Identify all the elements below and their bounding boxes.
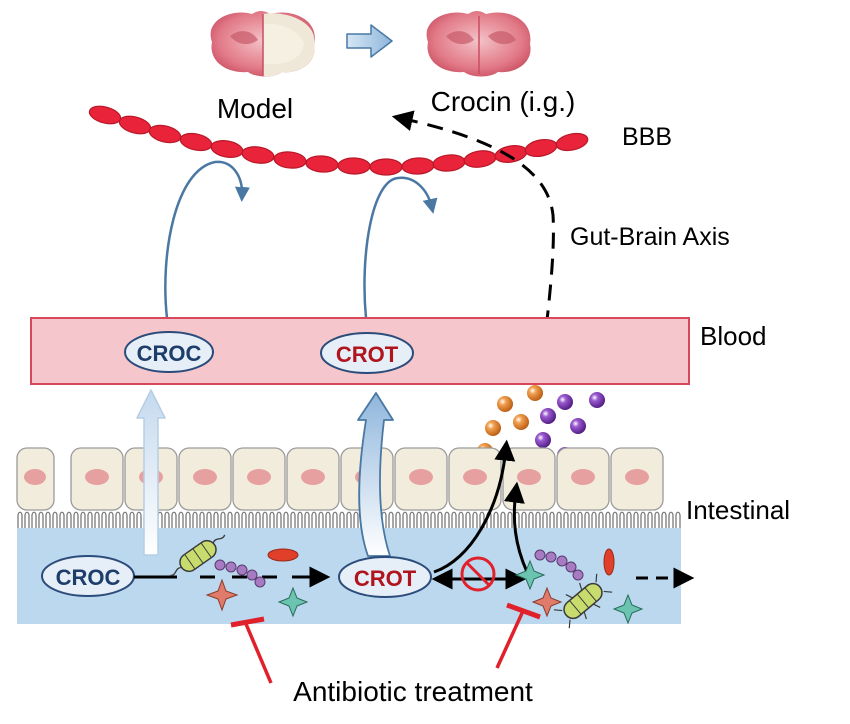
star-metabolite-icon <box>205 578 239 612</box>
croc-absorption-arrow <box>136 389 166 556</box>
model-label: Model <box>217 93 293 124</box>
bbb-cell <box>88 105 122 125</box>
bbb-cell <box>401 157 435 175</box>
bbb-cell <box>241 146 275 164</box>
crot-to-brain-arrow <box>363 176 438 319</box>
bbb-cell <box>273 151 307 169</box>
intestinal-epithelium <box>16 447 664 511</box>
prohibited-icon <box>460 556 496 592</box>
star-metabolite-icon <box>514 559 546 591</box>
antibiotic-inhibition-right <box>495 602 541 669</box>
croc-to-brain-arrow <box>164 160 250 319</box>
bbb-cell <box>463 150 497 168</box>
bbb-label: BBB <box>622 123 672 151</box>
blood-label: Blood <box>700 321 767 351</box>
antibiotic-inhibition-left <box>230 616 273 684</box>
gut-brain-axis-label: Gut-Brain Axis <box>570 223 730 251</box>
bbb-cell <box>369 158 403 176</box>
cell-nucleus <box>301 469 325 485</box>
bacterium-icon <box>553 573 613 629</box>
bbb-cell <box>555 132 589 152</box>
intestinal-label: Intestinal <box>686 495 790 525</box>
blood-croc-molecule: CROC <box>124 331 214 373</box>
cell-nucleus <box>571 469 595 485</box>
orange-particle <box>513 414 529 430</box>
cell-nucleus <box>463 469 487 485</box>
croc-text: CROC <box>137 341 202 366</box>
model-brain-slice-icon <box>210 11 315 77</box>
croc-text: CROC <box>56 565 121 590</box>
bbb-cell-chain <box>88 105 589 176</box>
crocin-brain-slice-icon <box>426 11 531 77</box>
bbb-cell <box>118 115 152 135</box>
bbb-cell <box>494 145 528 163</box>
cell-nucleus <box>193 469 217 485</box>
star-metabolite-icon <box>612 593 644 625</box>
bbb-cell <box>179 132 213 152</box>
gut-brain-axis-arrow <box>391 110 555 379</box>
cell-nucleus <box>24 469 46 485</box>
cell-nucleus <box>625 469 649 485</box>
purple-particle <box>557 394 573 410</box>
crot-text: CROT <box>336 342 399 367</box>
blood-crot-molecule: CROT <box>320 332 414 374</box>
orange-particle <box>497 396 513 412</box>
crot-absorption-arrow <box>357 392 394 557</box>
purple-particle <box>570 418 586 434</box>
antibiotic-treatment-label: Antibiotic treatment <box>293 676 533 707</box>
bbb-cell <box>337 157 371 175</box>
purple-particle <box>540 408 556 424</box>
bead-chain-microbe-icon <box>534 549 584 581</box>
bbb-cell <box>148 124 182 144</box>
red-cell-icon <box>267 548 299 562</box>
microvilli-brush-border <box>17 511 681 528</box>
bacterium-icon <box>170 534 226 577</box>
purple-particle <box>589 392 605 408</box>
bbb-cell <box>524 138 558 158</box>
cell-nucleus <box>85 469 109 485</box>
bead-chain-microbe-icon <box>214 559 266 588</box>
bbb-cell <box>432 154 466 172</box>
crocin-label: Crocin (i.g.) <box>431 86 576 117</box>
crot-text: CROT <box>354 566 417 591</box>
lumen-croc-molecule: CROC <box>41 555 135 597</box>
cell-nucleus <box>409 469 433 485</box>
orange-particle <box>527 385 543 401</box>
star-metabolite-icon <box>277 586 309 618</box>
cell-nucleus <box>247 469 271 485</box>
cell-nucleus <box>517 469 541 485</box>
lumen-crot-molecule: CROT <box>338 556 432 598</box>
bbb-cell <box>210 140 244 158</box>
right-arrow-icon <box>346 24 393 58</box>
red-cell-icon <box>603 548 615 576</box>
bbb-cell <box>305 155 339 173</box>
crot-to-metabolite-arrow <box>433 439 516 574</box>
orange-particle <box>485 420 501 436</box>
metabolite-up-arrow <box>503 481 529 573</box>
purple-particle <box>535 432 551 448</box>
star-metabolite-icon <box>531 586 563 618</box>
